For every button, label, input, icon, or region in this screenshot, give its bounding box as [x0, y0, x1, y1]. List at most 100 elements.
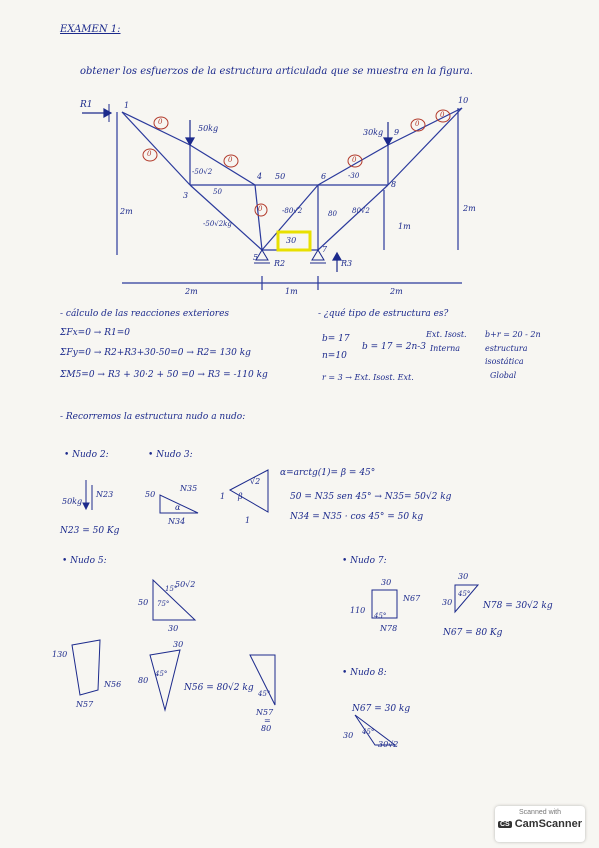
n7-30b: 30 — [458, 572, 469, 581]
force-6-7: 80 — [328, 210, 337, 218]
n3-eq2: N34 = N35 · cos 45° = 50 kg — [290, 512, 424, 522]
n8-30: 30 — [343, 731, 354, 740]
force-5-7: 30 — [286, 236, 297, 245]
n5-80b: 80 — [261, 724, 272, 733]
label-load-30: 30kg — [363, 128, 384, 137]
n7-45: 45° — [374, 612, 387, 620]
n2-result: N23 = 50 Kg — [60, 526, 120, 536]
label-r2: R2 — [274, 259, 286, 268]
n7-n78: N78 — [380, 624, 398, 633]
exam-title: EXAMEN 1: — [60, 24, 121, 35]
label-r3: R3 — [341, 259, 353, 268]
n7-45b: 45° — [458, 590, 471, 598]
n3-n35: N35 — [180, 484, 198, 493]
force-7-8: 80√2 — [352, 207, 370, 215]
label-dim-inner: 1m — [398, 222, 411, 231]
walk-heading: - Recorremos la estructura nudo a nudo: — [60, 412, 246, 422]
n5-eq: = — [264, 716, 271, 725]
force-9-10: 0 — [415, 120, 420, 128]
label-node1: 1 — [124, 101, 130, 110]
n3-alpha: α — [175, 503, 181, 512]
n3-n34: N34 — [168, 517, 186, 526]
nudo3-title: • Nudo 3: — [148, 450, 193, 460]
force-4-6: 50 — [275, 172, 286, 181]
reactions-eq2: ΣFy=0 → R2+R3+30-50=0 → R2= 130 kg — [60, 348, 251, 358]
type-question: - ¿qué tipo de estructura es? — [318, 309, 449, 319]
n5-n56: N56 — [104, 680, 122, 689]
reactions-heading: - cálculo de las reacciones exteriores — [60, 309, 230, 319]
force-3-5: -50√2kg — [203, 220, 232, 228]
n7-n67eq: N67 = 80 Kg — [443, 628, 503, 638]
label-node3: 3 — [183, 191, 189, 200]
n5-80: 80 — [138, 676, 149, 685]
label-node10: 10 — [458, 96, 469, 105]
n5-45b: 45° — [258, 690, 271, 698]
force-2-4: 0 — [228, 156, 233, 164]
problem-statement: obtener los esfuerzos de la estructura a… — [80, 66, 473, 77]
type-rel: b = 17 = 2n-3 — [362, 342, 427, 352]
n5-30: 30 — [168, 624, 179, 633]
n3-beta: β — [238, 492, 243, 501]
force-4-5: 0 — [258, 205, 263, 213]
n5-side: 130 — [52, 650, 68, 659]
n5-n57: N57 — [76, 700, 94, 709]
n3-one-bottom: 1 — [245, 516, 251, 525]
label-node9: 9 — [394, 128, 400, 137]
label-dim-right: 2m — [463, 204, 476, 213]
type-o3: Global — [490, 371, 517, 380]
force-1-3: 0 — [147, 150, 152, 158]
type-rline: r = 3 → Ext. Isost. Ext. — [322, 373, 414, 382]
n5-15: 15° — [165, 585, 178, 593]
nudo5-title: • Nudo 5: — [62, 556, 107, 566]
n3-eq1: 50 = N35 sen 45° → N35= 50√2 kg — [290, 492, 452, 502]
n7-30c: 30 — [442, 598, 453, 607]
force-8-10: 0 — [440, 111, 445, 119]
badge-line1: Scanned with — [518, 809, 562, 816]
n7-30: 30 — [381, 578, 392, 587]
n3-sq2: √2 — [250, 477, 261, 486]
n5-45: 45° — [155, 670, 168, 678]
n5-n56eq: N56 = 80√2 kg — [184, 683, 254, 693]
type-b: b= 17 — [322, 334, 350, 344]
n2-bar: N23 — [96, 490, 114, 499]
label-node7: 7 — [322, 245, 328, 254]
n3-one-left: 1 — [220, 492, 226, 501]
label-node4: 4 — [257, 172, 263, 181]
n5-75: 75° — [157, 600, 170, 608]
n2-load: 50kg — [62, 497, 83, 506]
n8-30sq2: 30√2 — [378, 740, 399, 749]
type-o2: isostática — [485, 357, 524, 366]
label-dim-left: 2m — [120, 207, 133, 216]
force-3-4: 50 — [213, 188, 222, 196]
force-6-9: 0 — [352, 156, 357, 164]
reactions-eq3: ΣM5=0 → R3 + 30·2 + 50 =0 → R3 = -110 kg — [60, 370, 268, 380]
nudo2-title: • Nudo 2: — [64, 450, 109, 460]
type-c1: Ext. Isost. — [426, 330, 467, 339]
label-node6: 6 — [321, 172, 327, 181]
badge-brand: CamScanner — [514, 818, 582, 830]
force-2-3: -50√2 — [192, 168, 213, 176]
type-r: b+r = 20 - 2n — [485, 330, 541, 339]
label-r1: R1 — [80, 100, 93, 110]
n5-n57b: N57 — [256, 708, 274, 717]
n7-n67: N67 — [403, 594, 421, 603]
type-c2: Interna — [430, 344, 461, 353]
type-o1: estructura — [485, 344, 528, 353]
type-n: n=10 — [322, 351, 347, 361]
force-1-2: 0 — [158, 118, 163, 126]
label-dim-b-left: 2m — [185, 287, 198, 296]
label-dim-b-mid: 1m — [285, 287, 298, 296]
force-4-7: -80√2 — [282, 207, 303, 215]
nudo8-title: • Nudo 8: — [342, 668, 387, 678]
reactions-eq1: ΣFx=0 → R1=0 — [60, 328, 130, 338]
n7-n78eq: N78 = 30√2 kg — [483, 601, 553, 611]
n3-50: 50 — [145, 490, 156, 499]
label-dim-b-right: 2m — [390, 287, 403, 296]
camscanner-logo-icon: CS — [498, 821, 512, 828]
n5-50: 50 — [138, 598, 149, 607]
n5-30-top: 30 — [173, 640, 184, 649]
